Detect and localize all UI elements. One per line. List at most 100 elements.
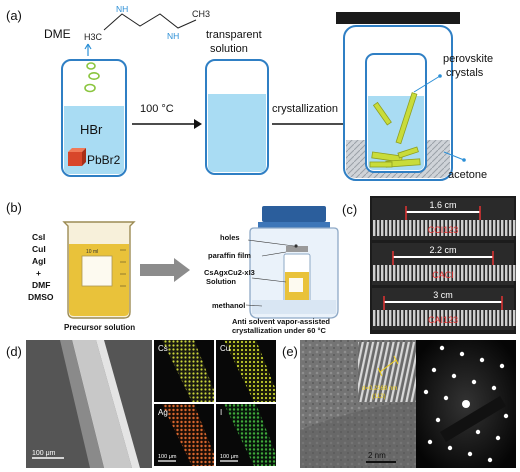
jar-label-holes: holes [220, 233, 240, 242]
ruler-tick [385, 310, 387, 326]
ruler-tick [513, 220, 515, 236]
molecule-nh-right: NH [167, 31, 179, 41]
diffraction-spot [492, 386, 496, 390]
vial-3-product-line1: perovskite [443, 53, 493, 65]
ruler-tick [485, 220, 487, 236]
diffraction-spot [488, 458, 492, 462]
ruler-tick [481, 265, 483, 281]
ruler-tick [393, 265, 395, 281]
diffraction-spot [432, 368, 436, 372]
diffraction-spot [468, 452, 472, 456]
ruler-tick [393, 310, 395, 326]
ruler-tick [489, 265, 491, 281]
ruler-tick [481, 310, 483, 326]
ruler-tick [497, 220, 499, 236]
ruler-tick [373, 310, 375, 326]
diffraction-spot [504, 414, 508, 418]
diffraction-spot [496, 436, 500, 440]
strip-name-label: CAI123 [428, 315, 458, 325]
beaker-caption: Precursor solution [64, 323, 135, 332]
methanol-layer [252, 300, 336, 314]
vial-1: HBr PbBr2 [62, 44, 126, 176]
ruler-tick [401, 310, 403, 326]
precursor-2: AgI [32, 256, 46, 266]
ruler-tick [489, 310, 491, 326]
ruler-tick [477, 310, 479, 326]
diffraction-spot [444, 396, 448, 400]
beaker-mark: 10 ml [86, 249, 98, 255]
ruler-tick [421, 265, 423, 281]
ruler-tick [485, 265, 487, 281]
ruler-tick [513, 265, 515, 281]
ruler-tick [505, 310, 507, 326]
jar-lid [336, 12, 460, 24]
panel-e: (e) d=0.2368 nm (112) 2 nm [282, 340, 516, 468]
ruler-tick [481, 220, 483, 236]
precursor-4: DMF [32, 280, 50, 290]
panel-a: (a) DME H3C NH NH CH3 HBr PbBr2 [6, 4, 493, 181]
jar-label-film: paraffin film [208, 251, 251, 260]
vial-1-solid-label: PbBr2 [87, 153, 121, 167]
hrtem-scale: 2 nm [368, 451, 386, 460]
ruler-tick [469, 220, 471, 236]
molecule-backbone [104, 14, 196, 30]
lattice-label-line1: d=0.2368 nm [362, 386, 397, 392]
ruler-tick [401, 265, 403, 281]
ruler-tick [413, 310, 415, 326]
strip-length-label: 2.2 cm [429, 245, 456, 255]
ruler-tick [405, 310, 407, 326]
ruler-tick [413, 265, 415, 281]
lattice-label-line2: (112) [372, 394, 386, 400]
ruler-tick [469, 265, 471, 281]
ruler-tick [473, 265, 475, 281]
ruler-tick [417, 310, 419, 326]
jar-label-solution-1: CsAgxCu2-xI3 [204, 268, 255, 277]
jar-b-lid [262, 206, 326, 222]
ruler-tick [429, 265, 431, 281]
beaker: 10 ml Precursor solution [64, 222, 135, 332]
ruler-tick [381, 220, 383, 236]
ruler-tick [509, 220, 511, 236]
dme-label: DME [44, 27, 71, 41]
ruler-tick [497, 310, 499, 326]
diffraction-spot [460, 352, 464, 356]
ruler-tick [401, 220, 403, 236]
panel-a-letter: (a) [6, 8, 22, 23]
ruler-tick [457, 265, 459, 281]
diffraction-spot [476, 430, 480, 434]
panel-e-letter: (e) [282, 344, 298, 359]
eds-element-label: I [220, 408, 222, 417]
pbbr2-cube [68, 148, 86, 166]
ruler-tick [477, 265, 479, 281]
ruler-tick [377, 310, 379, 326]
diffraction-spot [452, 374, 456, 378]
lattice-inset [358, 342, 416, 402]
ruler-tick [417, 265, 419, 281]
ruler-tick [461, 310, 463, 326]
ruler-tick [409, 310, 411, 326]
ruler-tick [389, 220, 391, 236]
eds-scale-label: 100 μm [220, 454, 239, 460]
panel-c: (c) 1.6 cmCCI1232.2 cmCACI3 cmCAI123 [342, 196, 516, 334]
vial-1-liquid-label: HBr [80, 122, 103, 137]
ruler-tick [421, 220, 423, 236]
diffraction-spot [428, 440, 432, 444]
eds-scale-label: 100 μm [158, 454, 177, 460]
ruler-tick [485, 310, 487, 326]
jar-caption-line2: crystallization under 60 °C [232, 326, 326, 335]
ruler-tick [469, 310, 471, 326]
precursor-5: DMSO [28, 292, 54, 302]
sem-scale: 100 μm [32, 450, 56, 457]
element-maps: CsCuAg100 μmI100 μm [154, 340, 276, 466]
panel-c-letter: (c) [342, 202, 357, 217]
ruler-tick [509, 265, 511, 281]
ruler-tick [397, 220, 399, 236]
ruler-tick [473, 310, 475, 326]
molecule-right-group: CH3 [192, 9, 210, 19]
vial-2-label-line2: solution [210, 43, 248, 55]
strip-name-label: CCI123 [428, 225, 459, 235]
diffraction-spot [500, 364, 504, 368]
panel-d-letter: (d) [6, 344, 22, 359]
